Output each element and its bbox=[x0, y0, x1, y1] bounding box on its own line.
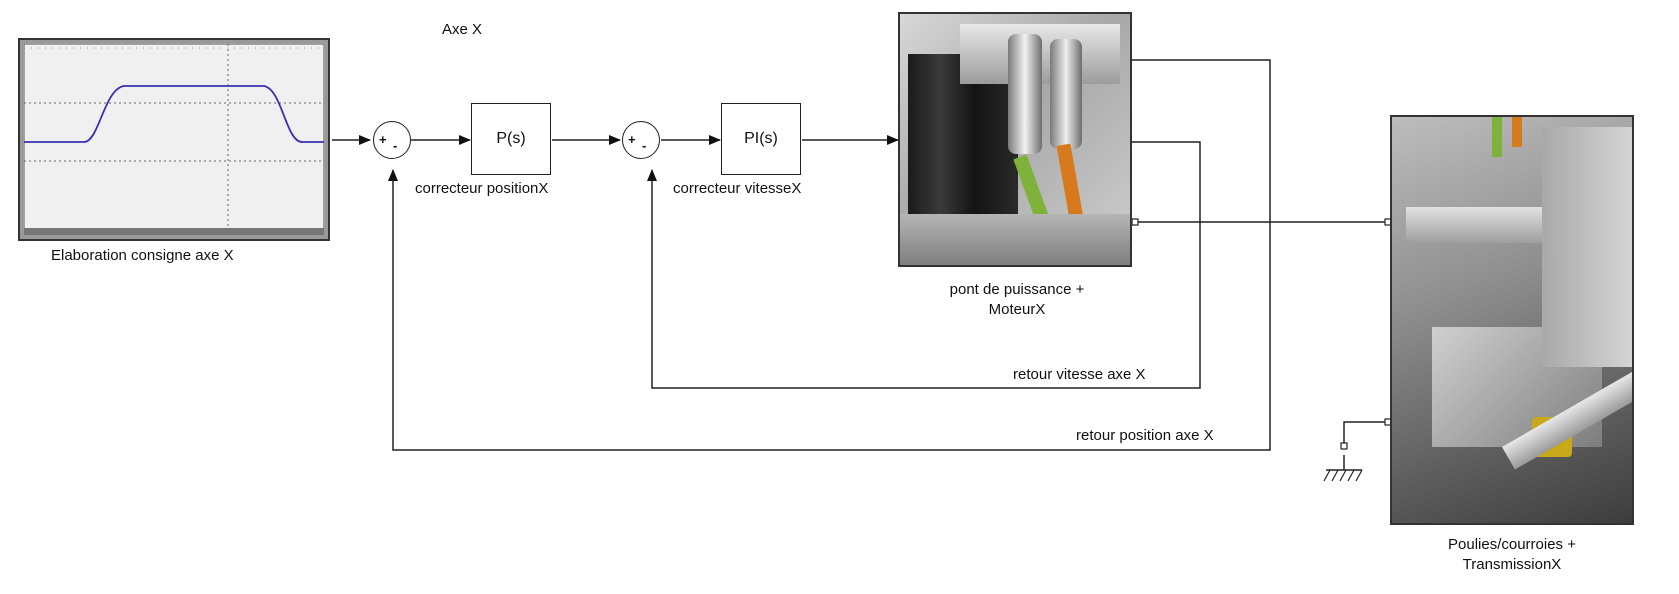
transmission-label-line2: TransmissionX bbox=[1462, 556, 1562, 573]
pulley-belt-transmission-block[interactable] bbox=[1390, 115, 1634, 525]
speed-controller-block[interactable]: PI(s) bbox=[721, 103, 801, 175]
diagram-title: Axe X bbox=[442, 21, 483, 38]
consigne-scope-block[interactable] bbox=[18, 38, 330, 241]
consigne-label: Elaboration consigne axe X bbox=[51, 247, 234, 264]
sum-minus-sign: - bbox=[642, 138, 647, 153]
sum-plus-sign: + bbox=[628, 132, 636, 147]
connector-left bbox=[1008, 34, 1042, 154]
motor-label-line2: MoteurX bbox=[988, 301, 1046, 318]
motor-base bbox=[900, 214, 1130, 265]
speed-controller-label: correcteur vitesseX bbox=[673, 180, 802, 197]
sum-junction-position[interactable]: + - bbox=[373, 121, 411, 159]
power-bridge-motor-block[interactable] bbox=[898, 12, 1132, 267]
speed-feedback-label: retour vitesse axe X bbox=[1013, 366, 1146, 383]
position-controller-label: correcteur positionX bbox=[415, 180, 549, 197]
ground-icon bbox=[1323, 469, 1363, 482]
transmission-label-line1: Poulies/courroies + bbox=[1448, 536, 1576, 553]
carriage-plate bbox=[1406, 207, 1556, 243]
sum-plus-sign: + bbox=[379, 132, 387, 147]
position-feedback-label: retour position axe X bbox=[1076, 427, 1214, 444]
connector-right bbox=[1050, 39, 1082, 149]
sum-minus-sign: - bbox=[393, 138, 398, 153]
sensor-bracket bbox=[1542, 127, 1632, 367]
scope-plot-icon bbox=[24, 44, 324, 232]
motor-label-line1: pont de puissance + bbox=[949, 281, 1085, 298]
position-controller-block[interactable]: P(s) bbox=[471, 103, 551, 175]
orange-cable bbox=[1512, 117, 1522, 147]
green-cable bbox=[1492, 117, 1502, 157]
sum-junction-speed[interactable]: + - bbox=[622, 121, 660, 159]
